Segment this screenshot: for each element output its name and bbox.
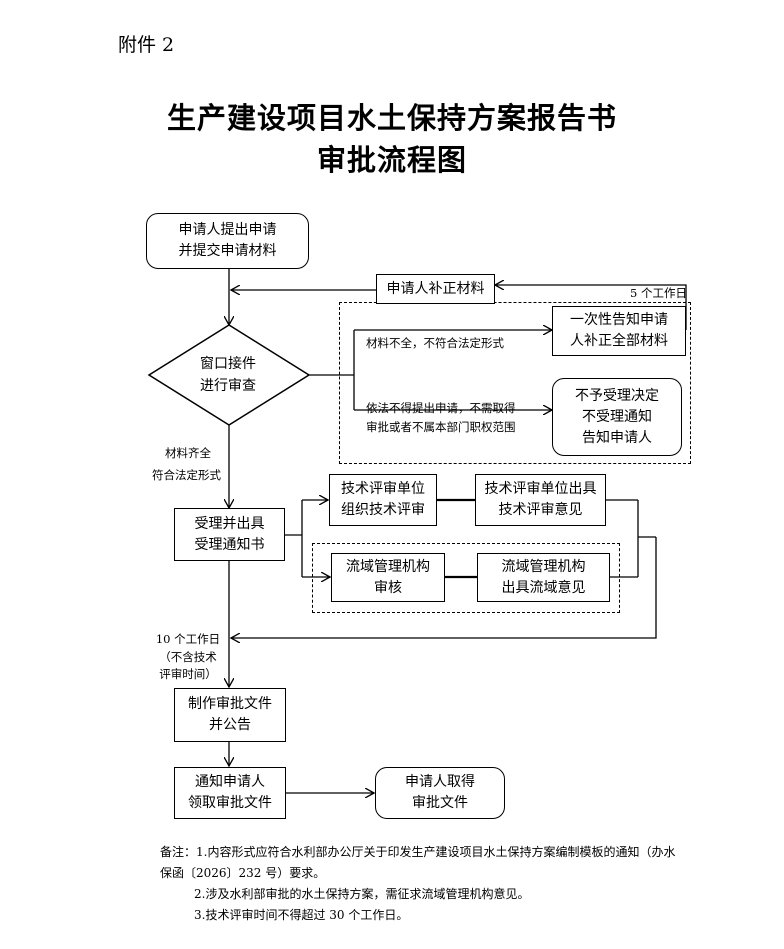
label-incomplete: 材料不全，不符合法定形式 (366, 336, 504, 350)
node-accept-line1: 受理并出具 (194, 515, 265, 532)
node-accept-line2: 受理通知书 (194, 536, 265, 553)
node-supplement-label: 申请人补正材料 (386, 280, 485, 297)
node-supplement: 申请人补正材料 (376, 274, 495, 304)
arrow-notify-to-supplement (495, 285, 687, 330)
node-reject: 不予受理决定 不受理通知 告知申请人 (552, 378, 682, 456)
node-window-line2: 进行审查 (200, 378, 256, 394)
node-obtain: 申请人取得 审批文件 (375, 767, 505, 819)
page-subtitle: 审批流程图 (316, 143, 467, 177)
label-five-days: 5 个工作日 (630, 286, 687, 300)
node-tech-review: 技术评审单位 组织技术评审 (329, 474, 437, 526)
node-basin-review-line2: 审核 (374, 579, 402, 596)
node-tech-review-line2: 组织技术评审 (341, 502, 425, 518)
node-tech-opinion-line1: 技术评审单位出具 (484, 481, 597, 497)
node-reject-line1: 不予受理决定 (575, 387, 659, 404)
rejection-group-frame (339, 302, 691, 464)
node-apply: 申请人提出申请 并提交申请材料 (146, 213, 309, 269)
footnote-1: 备注：1.内容形式应符合水利部办公厅关于印发生产建设项目水土保持方案编制模板的通… (160, 845, 676, 859)
node-notify-once-line1: 一次性告知申请 (570, 312, 668, 328)
footnotes: 备注：1.内容形式应符合水利部办公厅关于印发生产建设项目水土保持方案编制模板的通… (160, 842, 675, 926)
label-not-applicable-2: 审批或者不属本部门职权范围 (366, 420, 516, 434)
basin-group-frame (312, 543, 620, 613)
label-ten-days-1: 10 个工作日 (155, 632, 221, 646)
node-apply-line2: 并提交申请材料 (178, 243, 277, 259)
window-review-diamond (147, 324, 311, 426)
footnote-3: 3.技术评审时间不得超过 30 个工作日。 (194, 908, 409, 922)
node-notify-applicant-line2: 领取审批文件 (188, 795, 272, 811)
node-window-line1: 窗口接件 (200, 356, 256, 372)
node-basin-opinion-line1: 流域管理机构 (501, 558, 586, 575)
footnote-2: 2.涉及水利部审批的水土保持方案，需征求流域管理机构意见。 (194, 887, 530, 901)
node-make-doc-line1: 制作审批文件 (188, 696, 272, 712)
node-notify-once: 一次性告知申请 人补正全部材料 (552, 306, 686, 356)
node-tech-opinion-line2: 技术评审意见 (498, 502, 583, 518)
node-tech-review-line1: 技术评审单位 (341, 481, 425, 497)
label-complete-2: 符合法定形式 (152, 468, 221, 482)
node-notify-once-line2: 人补正全部材料 (570, 333, 668, 349)
node-window: 窗口接件 进行审查 (148, 353, 308, 397)
label-not-applicable-1: 依法不得提出申请，不需取得 (366, 401, 516, 415)
footnote-1-cont: 保函〔2026〕232 号）要求。 (160, 866, 326, 880)
label-ten-days-3: 评审时间） (159, 667, 217, 681)
page-title: 生产建设项目水土保持方案报告书 (166, 101, 617, 135)
arrow-back-to-main (231, 537, 657, 638)
node-obtain-line1: 申请人取得 (405, 774, 475, 790)
node-reject-line3: 告知申请人 (582, 429, 652, 446)
attachment-label: 附件 2 (118, 34, 175, 56)
node-tech-opinion: 技术评审单位出具 技术评审意见 (475, 474, 606, 526)
node-notify-applicant-line1: 通知申请人 (195, 774, 265, 790)
node-make-doc: 制作审批文件 并公告 (174, 688, 286, 742)
node-basin-review: 流域管理机构 审核 (331, 553, 445, 602)
label-complete-1: 材料齐全 (165, 446, 211, 460)
node-notify-applicant: 通知申请人 领取审批文件 (174, 767, 286, 819)
node-apply-line1: 申请人提出申请 (178, 222, 277, 238)
label-ten-days-2: （不含技术 (159, 650, 217, 664)
node-basin-opinion: 流域管理机构 出具流域意见 (477, 553, 610, 602)
node-make-doc-line2: 并公告 (209, 717, 251, 733)
node-basin-review-line1: 流域管理机构 (346, 558, 430, 575)
node-obtain-line2: 审批文件 (412, 795, 468, 811)
node-accept: 受理并出具 受理通知书 (174, 508, 285, 561)
node-reject-line2: 不受理通知 (582, 408, 652, 425)
node-basin-opinion-line2: 出具流域意见 (501, 579, 586, 596)
